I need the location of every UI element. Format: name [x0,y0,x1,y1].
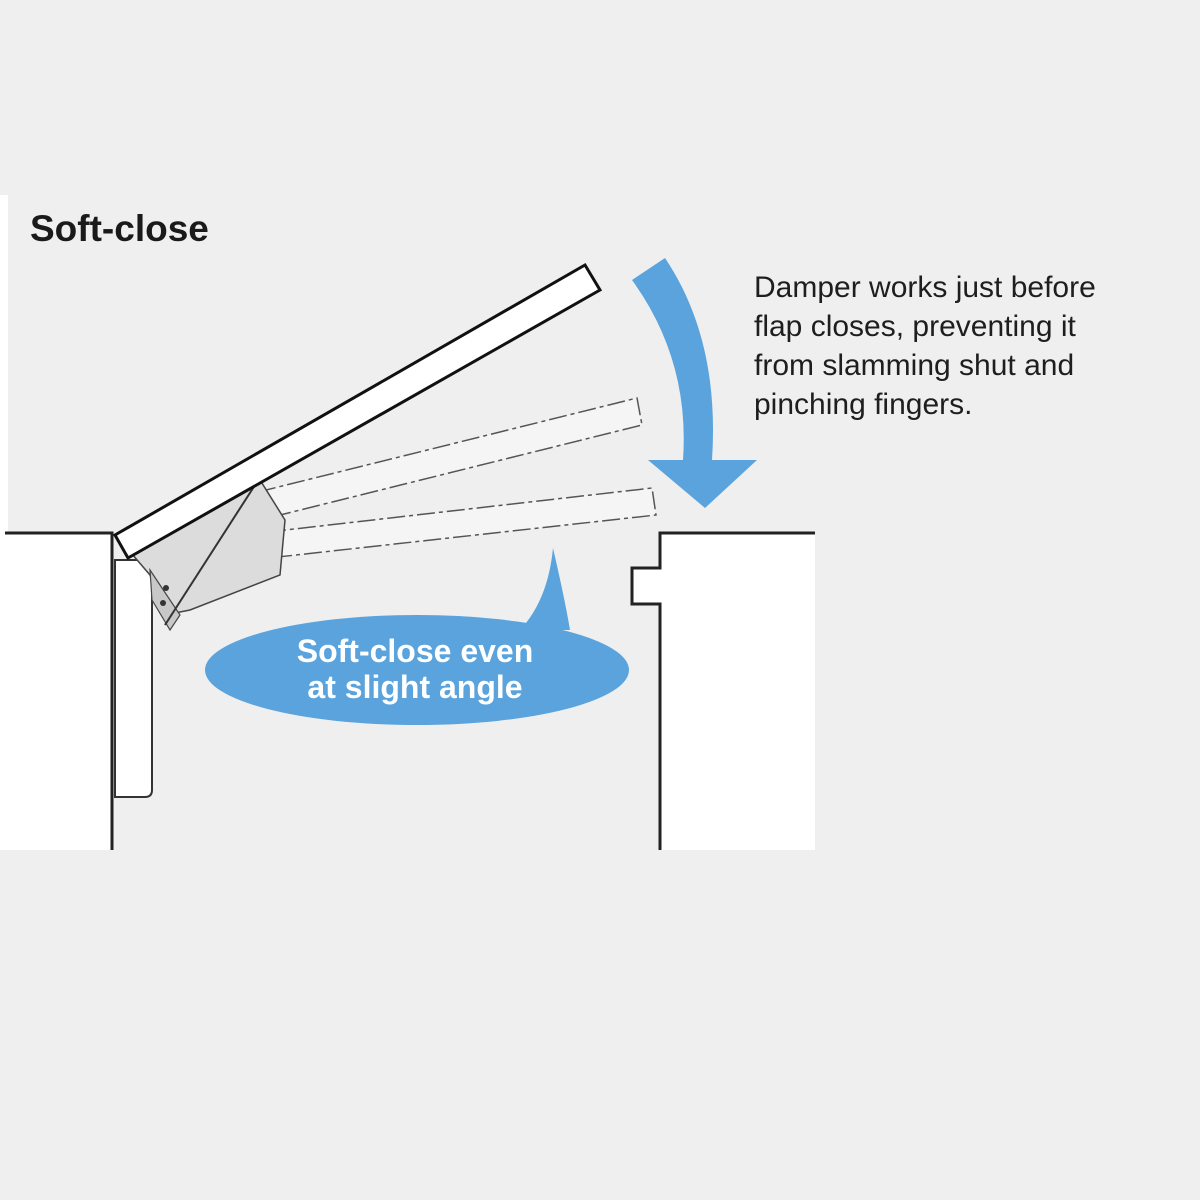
screw-icon [163,585,169,591]
left-margin-strip [0,195,8,535]
callout-text: Soft-close even at slight angle [230,633,600,705]
description-line: pinching fingers. [754,388,973,421]
left-cabinet [0,533,112,850]
callout-line: Soft-close even [296,633,534,669]
screw-icon [160,600,166,606]
damper-description: Damper works just before flap closes, pr… [754,268,1194,424]
callout-bubble [205,615,629,725]
description-line: flap closes, preventing it [754,310,1076,343]
left-cabinet-outline [5,531,114,850]
right-cabinet [632,533,815,850]
flap-open-position [112,262,603,561]
diagram-title: Soft-close [30,208,209,249]
right-cabinet-outline [630,531,815,850]
hinge-arm [164,484,256,626]
description-line: Damper works just before [754,271,1096,304]
hinge-mount-panel [114,559,153,798]
callout-line: at slight angle [307,669,523,705]
closing-arrow-icon [632,258,757,508]
bubble-tail [520,548,570,630]
description-line: from slamming shut and [754,349,1075,382]
